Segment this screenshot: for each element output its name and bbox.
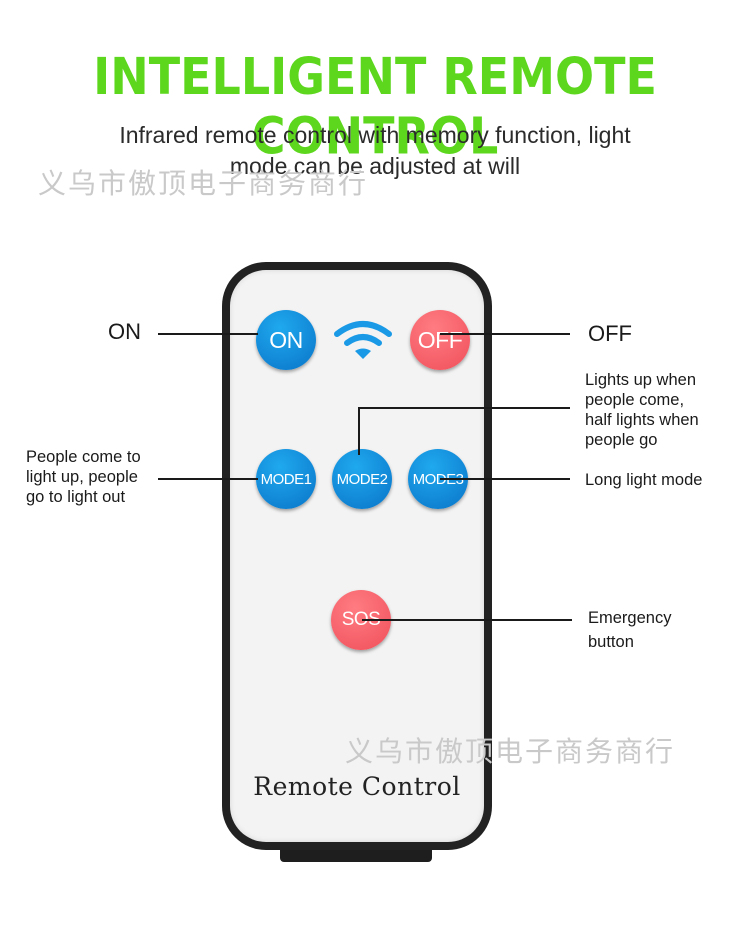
mode1-button[interactable]: MODE1 xyxy=(256,449,316,509)
mode1-annotation-line: light up, people xyxy=(26,468,138,486)
sos-leader-line xyxy=(362,619,572,621)
on-annotation: ON xyxy=(108,319,141,344)
mode2-button[interactable]: MODE2 xyxy=(332,449,392,509)
mode3-annotation: Long light mode xyxy=(585,471,703,489)
mode2-annotation-line: half lights when xyxy=(585,411,699,429)
mode1-annotation-line: People come to xyxy=(26,448,141,466)
sos-annotation-line: button xyxy=(588,633,634,651)
subtitle-line-2: mode can be adjusted at will xyxy=(229,153,521,179)
mode2-annotation: Lights up when people come, half lights … xyxy=(585,370,699,450)
page-title: INTELLIGENT REMOTE CONTROL xyxy=(93,46,657,166)
sos-annotation-line: Emergency xyxy=(588,609,672,627)
mode2-leader-line-v xyxy=(358,407,360,455)
mode2-annotation-line: Lights up when xyxy=(585,371,696,389)
mode1-annotation: People come to light up, people go to li… xyxy=(26,447,141,507)
wifi-signal-icon xyxy=(334,321,392,359)
off-annotation: OFF xyxy=(588,321,632,346)
watermark-bottom: 义乌市傲顶电子商务商行 xyxy=(345,735,676,768)
mode2-annotation-line: people come, xyxy=(585,391,685,409)
mode2-leader-line-h xyxy=(358,407,570,409)
off-leader-line xyxy=(440,333,570,335)
off-button[interactable]: OFF xyxy=(410,310,470,370)
mode2-annotation-line: people go xyxy=(585,431,658,449)
subtitle-line-1: Infrared remote control with memory func… xyxy=(119,122,631,148)
on-button[interactable]: ON xyxy=(256,310,316,370)
mode1-annotation-line: go to light out xyxy=(26,488,126,506)
sos-annotation: Emergency button xyxy=(588,606,671,654)
remote-label: Remote Control xyxy=(253,772,461,801)
mode3-leader-line xyxy=(440,478,570,480)
watermark-top: 义乌市傲顶电子商务商行 xyxy=(38,167,369,200)
page-subtitle: Infrared remote control with memory func… xyxy=(70,120,680,182)
on-leader-line xyxy=(158,333,258,335)
mode1-leader-line xyxy=(158,478,258,480)
